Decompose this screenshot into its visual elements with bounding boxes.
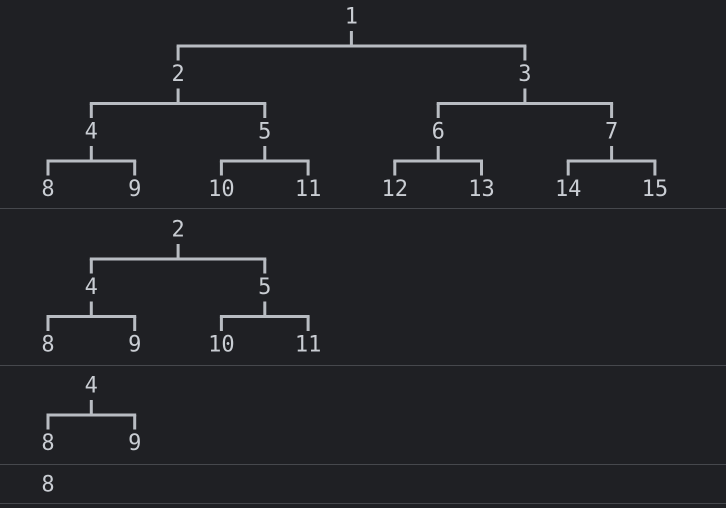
tree-node-8: 8 <box>41 333 54 358</box>
tree-rooted-at-4: 4 8 9 <box>41 374 141 457</box>
tree-node-5: 5 <box>258 120 271 145</box>
tree-node-8: 8 <box>41 177 54 202</box>
tree-rooted-at-8: 8 <box>41 473 54 498</box>
tree-node-4: 4 <box>85 374 98 399</box>
tree-node-3: 3 <box>518 62 531 87</box>
tree-node-13: 13 <box>468 177 495 202</box>
tree-node-9: 9 <box>128 333 141 358</box>
tree-node-2: 2 <box>171 62 184 87</box>
tree-node-8: 8 <box>41 431 54 456</box>
tree-node-14: 14 <box>555 177 582 202</box>
tree-node-15: 15 <box>642 177 669 202</box>
tree-node-11: 11 <box>295 333 322 358</box>
panel-dividers <box>0 208 726 504</box>
tree-node-8: 8 <box>41 473 54 498</box>
tree-node-7: 7 <box>605 120 618 145</box>
tree-rooted-at-2: 2 4 8 9 5 10 11 <box>41 218 321 358</box>
tree-node-12: 12 <box>382 177 409 202</box>
tree-node-11: 11 <box>295 177 322 202</box>
tree-node-10: 10 <box>208 333 235 358</box>
tree-node-10: 10 <box>208 177 235 202</box>
tree-node-4: 4 <box>85 120 98 145</box>
tree-node-9: 9 <box>128 431 141 456</box>
tree-node-9: 9 <box>128 177 141 202</box>
tree-node-1: 1 <box>345 5 358 30</box>
tree-node-6: 6 <box>432 120 445 145</box>
tree-node-4: 4 <box>85 275 98 300</box>
tree-node-2: 2 <box>171 218 184 243</box>
tree-node-5: 5 <box>258 275 271 300</box>
